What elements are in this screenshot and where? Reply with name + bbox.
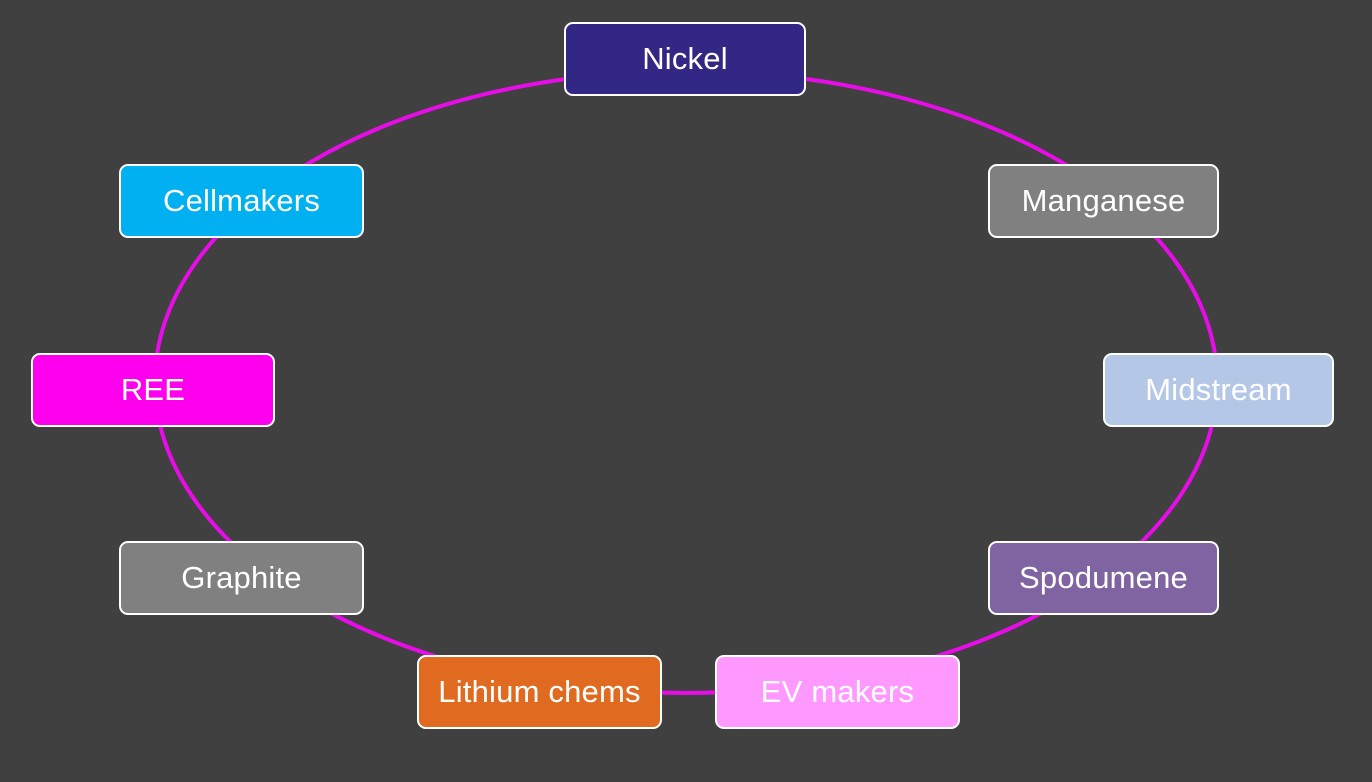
node-ree: REE — [31, 353, 275, 427]
node-nickel: Nickel — [564, 22, 806, 96]
node-spodumene: Spodumene — [988, 541, 1219, 615]
node-midstream: Midstream — [1103, 353, 1334, 427]
node-graphite: Graphite — [119, 541, 364, 615]
node-ev-makers: EV makers — [715, 655, 960, 729]
node-manganese: Manganese — [988, 164, 1219, 238]
node-cellmakers: Cellmakers — [119, 164, 364, 238]
node-lithium-chems: Lithium chems — [417, 655, 662, 729]
